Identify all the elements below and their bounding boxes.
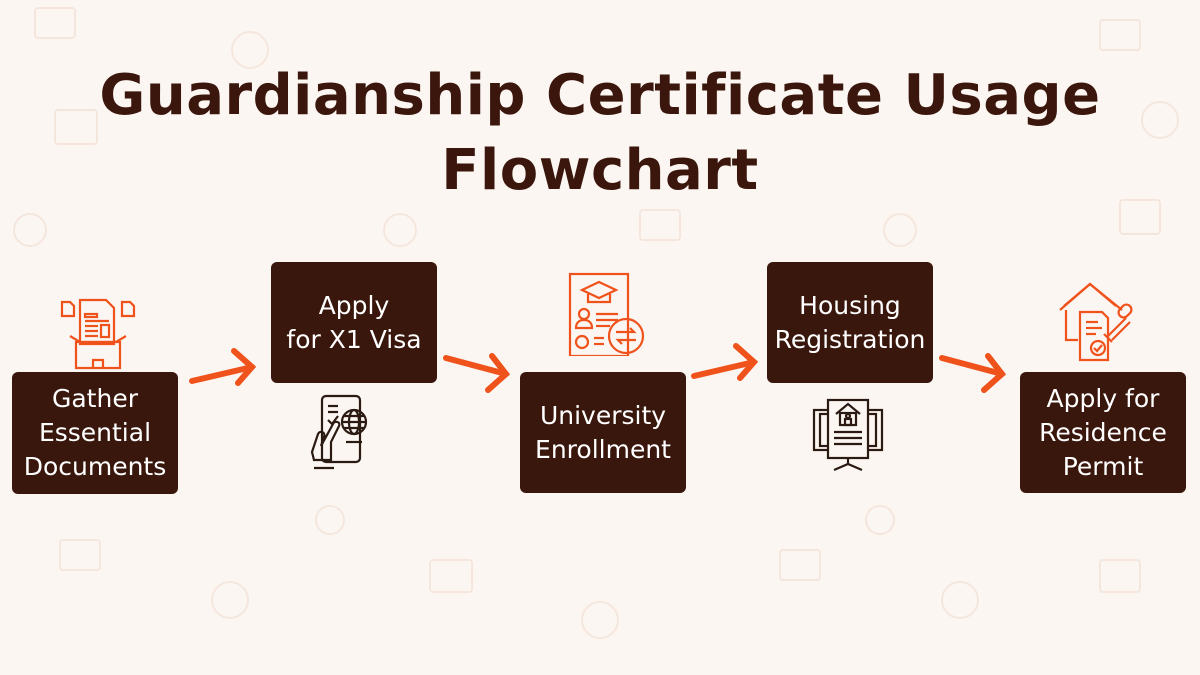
step-apply-x1-visa[interactable]: Apply for X1 Visa [271,262,437,383]
phone-visa-globe-icon [310,394,368,470]
page-title: Guardianship Certificate Usage Flowchart [99,63,1101,203]
step-apply-residence-permit[interactable]: Apply for Residence Permit [1020,372,1186,493]
house-registration-monitor-icon [812,398,884,472]
arrow-right-icon [443,353,511,393]
arrow-right-icon [189,348,257,386]
graduation-certificate-icon [568,272,645,356]
arrow-right-icon [691,343,759,381]
step-housing-registration[interactable]: Housing Registration [767,262,933,383]
step-university-enrollment[interactable]: University Enrollment [520,372,686,493]
arrow-right-icon [939,353,1007,393]
step-gather-essential-documents[interactable]: Gather Essential Documents [12,372,178,494]
residence-permit-stamp-icon [1059,282,1133,362]
documents-box-icon [60,298,136,370]
